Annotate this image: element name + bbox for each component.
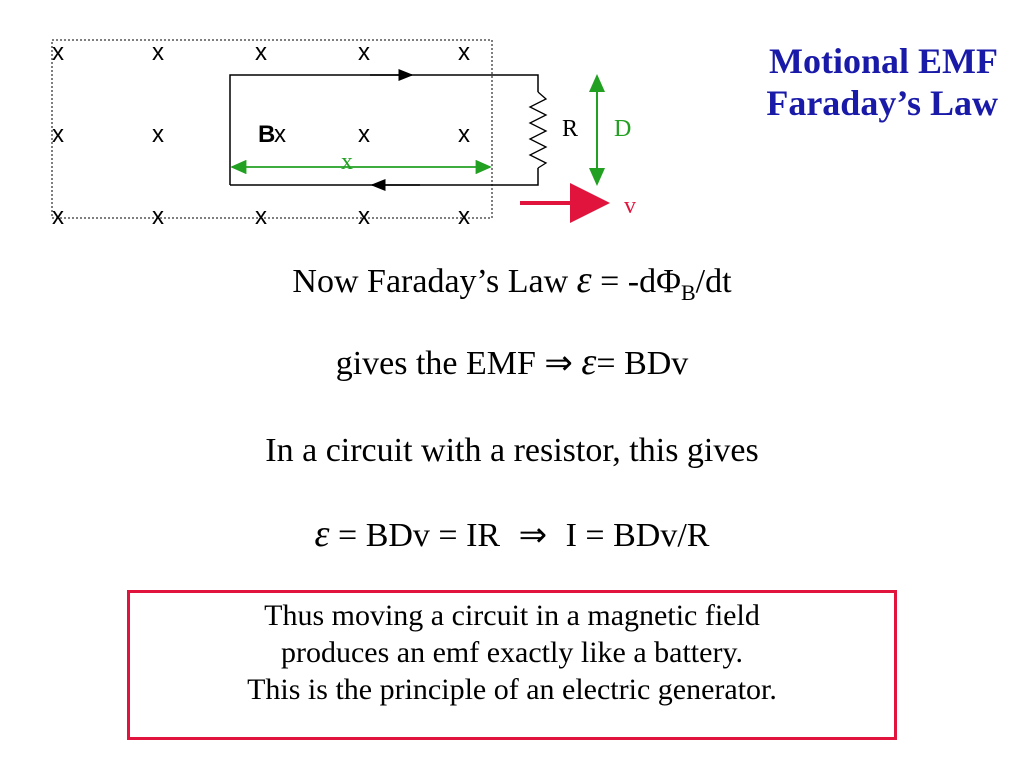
field-x-symbol: x [458,39,470,66]
current-equation-line: ε = BDv = IR ⇒ I = BDv/R [0,512,1024,556]
emf-symbol: ε [314,513,330,555]
resistor-circuit-line: In a circuit with a resistor, this gives [265,432,759,469]
field-x-symbol: x [52,203,64,230]
faraday-equation-end: /dt [695,263,732,300]
field-x-symbol: x [358,121,370,148]
field-x-symbol: x [358,39,370,66]
field-region [51,39,493,219]
slide-title: Motional EMF Faraday’s Law [678,40,998,124]
circuit-diagram: x x x x x x x B x x x x x x x x R D x v [51,39,636,230]
field-x-symbol: x [458,203,470,230]
faraday-law-line: Now Faraday’s Law ε = -dΦB/dt [0,258,1024,306]
x-label: x [341,149,353,175]
field-x-symbol: x [458,121,470,148]
current-equation: I = BDv/R [565,517,710,554]
emf-text: gives the EMF [335,345,536,382]
field-x-symbol: x [152,203,164,230]
title-line-2: Faraday’s Law [766,83,998,123]
faraday-equation: = -dΦ [600,263,681,300]
field-x-symbol: x [255,203,267,230]
emf-symbol: ε [576,259,592,301]
field-x-symbol: x [52,121,64,148]
b-label: B [258,121,275,148]
field-x-symbol: x [52,39,64,66]
field-x-symbol: x [358,203,370,230]
emf-symbol: ε [581,341,597,383]
field-x-symbol: x [152,39,164,66]
implies-symbol: ⇒ [518,517,548,554]
ohm-equation: = BDv = IR [338,517,501,554]
flux-subscript: B [680,280,696,305]
field-x-symbol: x [255,39,267,66]
d-label: D [614,116,631,142]
field-x-symbol: x [152,121,164,148]
conclusion-line-2: produces an emf exactly like a battery. [280,636,743,669]
circuit-loop-bottom [230,168,539,186]
resistor [528,91,548,169]
conclusion-box: Thus moving a circuit in a magnetic fiel… [127,590,897,740]
conclusion-line-3: This is the principle of an electric gen… [247,673,777,706]
r-label: R [562,116,578,142]
v-label: v [624,193,636,219]
implies-symbol: ⇒ [544,345,573,382]
field-x-symbol: x [274,121,286,148]
title-line-1: Motional EMF [769,41,998,81]
faraday-text: Now Faraday’s Law [292,263,569,300]
emf-equation: = BDv [596,345,689,382]
emf-result-line: gives the EMF ⇒ ε= BDv [0,340,1024,384]
conclusion-line-1: Thus moving a circuit in a magnetic fiel… [264,599,760,632]
